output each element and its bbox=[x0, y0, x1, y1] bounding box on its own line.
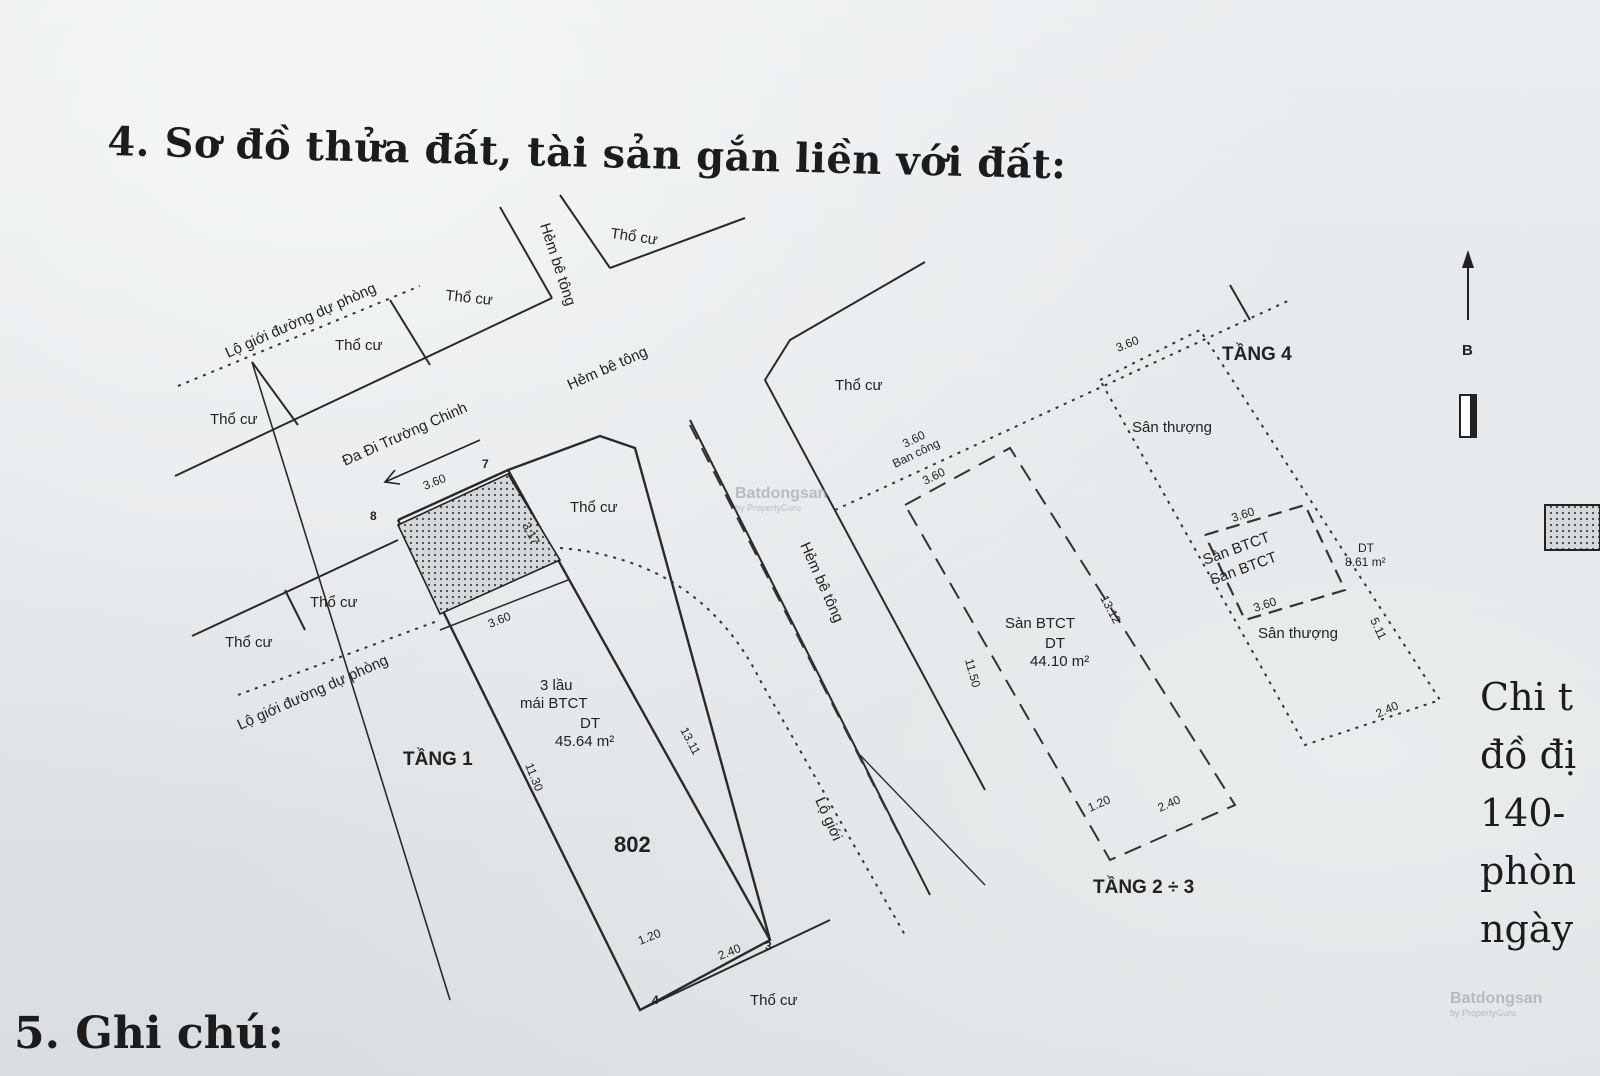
watermark-sub: by PropertyGuru bbox=[735, 503, 802, 513]
watermark: Batdongsan by PropertyGuru bbox=[1450, 990, 1542, 1018]
terrace-label: Sân thượng bbox=[1258, 625, 1338, 642]
alley-edge bbox=[859, 754, 986, 886]
lo-gioi-curve bbox=[559, 547, 906, 936]
alley-edge bbox=[689, 419, 931, 896]
dimension-label: 1.20 bbox=[636, 926, 663, 948]
alley-label: Hẻm bê tông bbox=[796, 540, 846, 625]
alley-edge-right bbox=[559, 194, 611, 269]
dimension-label: 3.60 bbox=[1114, 333, 1141, 355]
setback-line bbox=[439, 579, 569, 631]
neighbor-label: Thổ cư bbox=[750, 992, 798, 1009]
side-note-line: ngày bbox=[1480, 907, 1573, 951]
terrace-label: Sân thượng bbox=[1132, 419, 1212, 436]
floor4-label: TẦNG 4 bbox=[1222, 343, 1292, 365]
dimension-label: 2.40 bbox=[1156, 792, 1183, 814]
north-arrow-icon bbox=[1459, 250, 1477, 438]
side-note-line: Chi t bbox=[1480, 675, 1574, 719]
reserve-line-upper bbox=[177, 285, 421, 387]
neighbor-label: Thổ cư bbox=[335, 337, 383, 354]
road-edge-lower bbox=[191, 539, 399, 637]
floor1-desc: 3 lầu bbox=[540, 677, 573, 694]
lo-gioi-label: Lộ giới bbox=[811, 795, 845, 844]
lot-number: 802 bbox=[614, 832, 651, 857]
dimension-label: 3.60 bbox=[1230, 504, 1257, 525]
dimension-label: 2.40 bbox=[716, 941, 743, 963]
dimension-label: 11.50 bbox=[962, 657, 983, 689]
parcel-divider bbox=[389, 299, 431, 366]
floor1-desc: mái BTCT bbox=[520, 695, 588, 712]
north-label: B bbox=[1462, 342, 1473, 359]
floor23-label: TẦNG 2 ÷ 3 bbox=[1093, 876, 1194, 898]
corner-label: 7 bbox=[482, 457, 489, 471]
watermark: Batdongsan by PropertyGuru bbox=[735, 485, 827, 513]
alley-centerline bbox=[689, 424, 913, 861]
corner-label: 3 bbox=[765, 939, 772, 953]
parcel-edge bbox=[609, 217, 746, 269]
neighbor-label: Thổ cư bbox=[310, 594, 358, 611]
side-note-text: Chi t đồ đị 140- phòn ngày bbox=[1480, 668, 1576, 958]
dimension-label: 13.12 bbox=[1097, 593, 1124, 626]
section-5-heading: 5. Ghi chú: bbox=[14, 1008, 284, 1059]
side-note-line: phòn bbox=[1480, 849, 1577, 893]
floor1-area: 45.64 m² bbox=[555, 733, 614, 750]
neighbor-label: Thổ cư bbox=[445, 287, 494, 309]
floor4-area-label: DT bbox=[1358, 541, 1375, 555]
parcel-divider bbox=[284, 589, 306, 631]
dimension-label: 2.40 bbox=[1374, 698, 1401, 720]
floor1-area-label: DT bbox=[580, 715, 600, 732]
floor23-extension bbox=[834, 299, 1291, 511]
floor4-outline bbox=[1099, 328, 1442, 747]
floor1-label: TẦNG 1 bbox=[403, 748, 473, 770]
legend-hatch-icon bbox=[1544, 504, 1600, 551]
dimension-label: 13.11 bbox=[677, 725, 703, 758]
dimension-label: 3.60 bbox=[421, 471, 448, 493]
alley-edge-left bbox=[499, 206, 553, 299]
dimension-label: 3.60 bbox=[1252, 594, 1279, 615]
dimension-label: 1.20 bbox=[1086, 792, 1113, 814]
floor23-area-label: DT bbox=[1045, 635, 1065, 652]
alley-edge bbox=[763, 261, 986, 791]
road-edge-left bbox=[251, 361, 451, 1001]
road-direction-arrow-icon bbox=[383, 439, 481, 485]
hatched-reserve-area bbox=[396, 472, 562, 616]
watermark-sub: by PropertyGuru bbox=[1450, 1008, 1517, 1018]
watermark-brand: Batdongsan bbox=[735, 485, 828, 502]
floor4-slab-outline bbox=[1204, 503, 1347, 622]
rear-boundary bbox=[639, 919, 831, 1011]
parcel-divider bbox=[251, 361, 299, 426]
side-note-line: đồ đị bbox=[1480, 733, 1577, 777]
floor23-area: 44.10 m² bbox=[1030, 653, 1089, 670]
corner-label: 4 bbox=[652, 993, 659, 1007]
neighbor-label: Thổ cư bbox=[570, 499, 618, 516]
alley-label: Hẻm bê tông bbox=[565, 343, 650, 393]
floor4-area: 8.61 m² bbox=[1345, 555, 1386, 569]
floor4-tick bbox=[1229, 284, 1251, 321]
corner-label: 8 bbox=[370, 509, 377, 523]
dimension-label: 3.60 bbox=[486, 609, 513, 631]
neighbor-label: Thổ cư bbox=[835, 377, 883, 394]
reserve-road-label: Lộ giới đường dự phòng bbox=[235, 652, 391, 734]
road-edge-upper bbox=[174, 297, 553, 477]
side-note-line: 140- bbox=[1480, 791, 1566, 835]
neighbor-label: Thổ cư bbox=[609, 225, 658, 248]
neighbor-label: Thổ cư bbox=[210, 411, 258, 428]
floor23-outline bbox=[904, 446, 1237, 862]
road-label: Đa Đi Trường Chinh bbox=[340, 399, 470, 469]
alley-label: Hẻm bê tông bbox=[536, 221, 579, 308]
floor23-desc: Sàn BTCT bbox=[1005, 615, 1075, 632]
neighbor-label: Thổ cư bbox=[225, 634, 273, 651]
watermark-brand: Batdongsan bbox=[1450, 990, 1543, 1007]
dimension-label: 5.11 bbox=[1367, 615, 1389, 642]
